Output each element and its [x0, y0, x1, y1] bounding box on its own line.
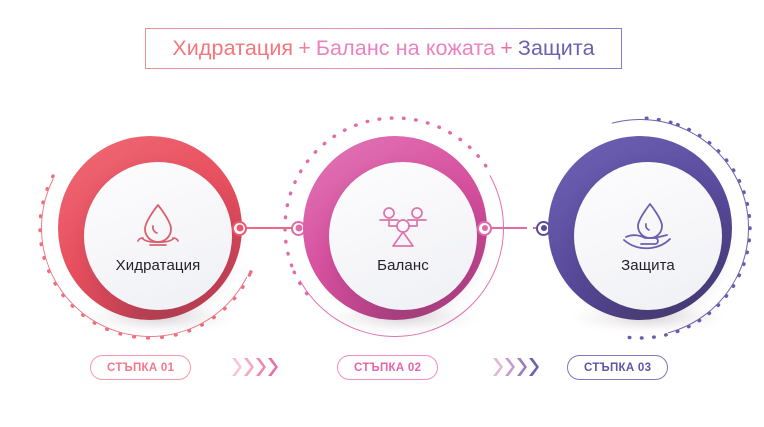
ring-hydration: Хидратация [58, 136, 242, 332]
title-banner: Хидратация+Баланс на кожата+Защита [145, 28, 622, 69]
chevron-right-icon [244, 358, 254, 376]
chevron-right-icon [256, 358, 266, 376]
dotted-arc-balance [282, 115, 508, 341]
step-badge-03[interactable]: СТЪПКА 03 [567, 355, 669, 380]
step-label-hydration: Хидратация [115, 256, 201, 274]
disc-protection: Защита [574, 162, 722, 310]
dotted-arc-hydration [37, 115, 263, 341]
disc-balance: Баланс [329, 162, 477, 310]
title-plus-1: + [298, 36, 311, 60]
chevron-group-1 [231, 356, 278, 378]
chevron-right-icon [529, 358, 539, 376]
chevron-right-icon [505, 358, 515, 376]
page-title: Хидратация+Баланс на кожата+Защита [172, 36, 594, 61]
step-node-balance[interactable]: Баланс [260, 93, 530, 363]
ring-protection: Защита [548, 136, 732, 332]
connector-balance-protection [477, 218, 551, 238]
chevron-right-icon [493, 358, 503, 376]
connector-node-left [232, 220, 247, 236]
title-segment-balance: Баланс на кожата [315, 36, 496, 60]
connector-node-left [477, 220, 492, 236]
connector-line [240, 227, 298, 229]
title-segment-protection: Защита [517, 36, 595, 60]
step-node-hydration[interactable]: Хидратация [12, 90, 288, 366]
step-badge-02[interactable]: СТЪПКА 02 [337, 355, 439, 380]
chevron-group-2 [492, 356, 539, 378]
ring-balance: Баланс [303, 136, 487, 332]
balance-scale-icon [379, 206, 427, 247]
step-label-balance: Баланс [377, 256, 429, 274]
chevron-right-icon [232, 358, 242, 376]
connector-line [485, 227, 543, 229]
step-badge-01[interactable]: СТЪПКА 01 [90, 355, 192, 380]
hand-with-drop-icon [623, 202, 671, 249]
disc-hydration: Хидратация [84, 162, 232, 310]
step-node-protection[interactable]: Защита [491, 79, 764, 377]
title-plus-2: + [500, 36, 513, 60]
chevron-right-icon [517, 358, 527, 376]
dotted-arc-protection [527, 115, 753, 341]
title-segment-hydration: Хидратация [172, 36, 294, 60]
water-drop-icon [137, 203, 179, 246]
chevron-right-icon [268, 358, 278, 376]
step-label-protection: Защита [621, 256, 675, 274]
